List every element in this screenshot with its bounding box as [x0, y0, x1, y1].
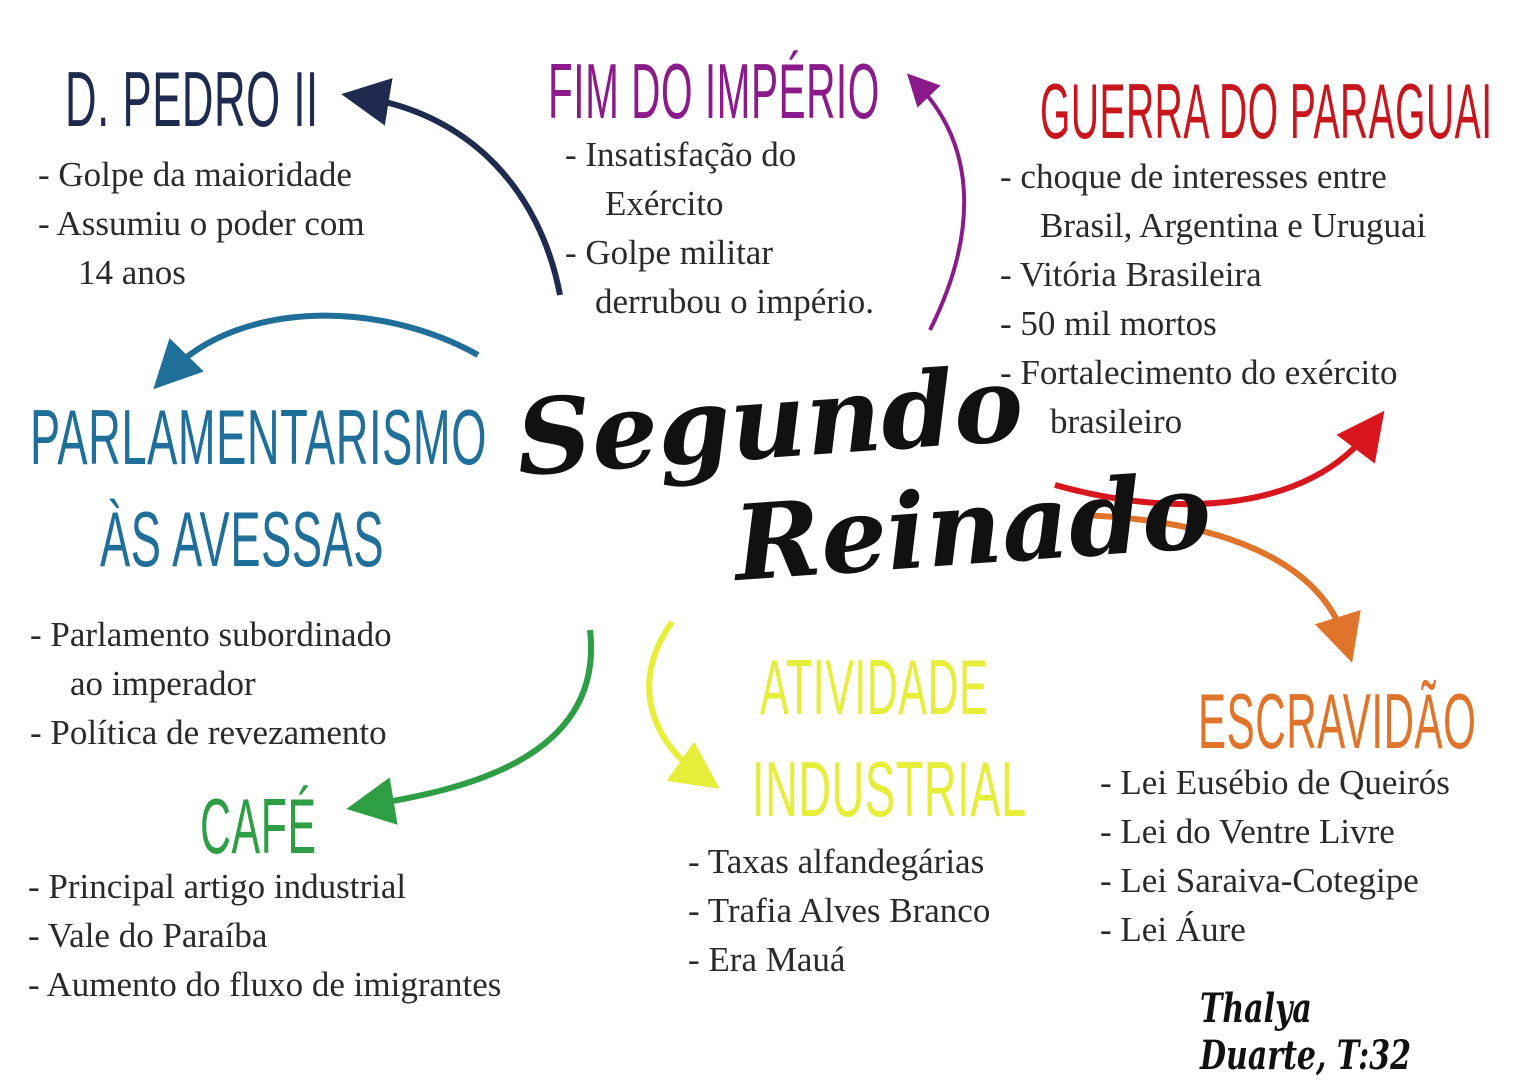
parlamentarismo-title-line1: PARLAMENTARISMO: [30, 393, 487, 481]
industrial-title-line1: ATIVIDADE: [760, 643, 989, 731]
list-item: - Lei Eusébio de Queirós: [1100, 763, 1450, 802]
list-item: - Taxas alfandegárias: [688, 842, 985, 881]
list-item: - Parlamento subordinado: [30, 615, 392, 654]
industrial-title-line2: INDUSTRIAL: [752, 745, 1027, 833]
arrow-to-cafe: [346, 629, 595, 825]
list-item: - Fortalecimento do exército: [1000, 353, 1398, 392]
list-item: - 50 mil mortos: [1000, 304, 1217, 343]
author-signature: Thalya Duarte, T:32: [1200, 985, 1411, 1079]
escravidao-title: ESCRAVIDÃO: [1198, 677, 1477, 765]
escravidao-list: - Lei Eusébio de Queirós - Lei do Ventre…: [1100, 758, 1450, 954]
list-item: - Assumiu o poder com: [38, 204, 365, 243]
pedro-list: - Golpe da maioridade - Assumiu o poder …: [38, 150, 365, 297]
parlamentarismo-title-line2: ÀS AVESSAS: [100, 495, 385, 583]
fim-title: FIM DO IMPÉRIO: [548, 47, 880, 135]
cafe-title: CAFÉ: [200, 782, 317, 870]
list-item: - Lei Saraiva-Cotegipe: [1100, 861, 1419, 900]
list-item: - Vale do Paraíba: [28, 916, 268, 955]
list-item: - Vitória Brasileira: [1000, 255, 1262, 294]
arrow-to-industrial: [646, 620, 720, 789]
parlamentarismo-list: - Parlamento subordinado ao imperador - …: [30, 610, 392, 757]
list-item: ao imperador: [70, 664, 256, 703]
list-item: - Política de revezamento: [30, 713, 387, 752]
cafe-list: - Principal artigo industrial - Vale do …: [28, 862, 501, 1009]
arrow-to-fim: [906, 73, 967, 331]
list-item: brasileiro: [1050, 402, 1183, 441]
list-item: - Insatisfação do: [565, 135, 797, 174]
fim-list: - Insatisfação do Exército - Golpe milit…: [565, 130, 874, 326]
list-item: - choque de interesses entre: [1000, 157, 1387, 196]
list-item: 14 anos: [78, 253, 186, 292]
list-item: - Trafia Alves Branco: [688, 891, 991, 930]
list-item: - Lei Áure: [1100, 910, 1246, 949]
arrow-to-pedro: [341, 78, 563, 296]
list-item: - Golpe militar: [565, 233, 774, 272]
arrow-to-escravidao: [1079, 512, 1361, 663]
list-item: Brasil, Argentina e Uruguai: [1040, 206, 1427, 245]
guerra-list: - choque de interesses entre Brasil, Arg…: [1000, 152, 1426, 446]
pedro-title: D. PEDRO II: [65, 55, 319, 143]
industrial-list: - Taxas alfandegárias - Trafia Alves Bra…: [688, 837, 990, 984]
list-item: Exército: [605, 184, 724, 223]
arrow-to-parlamentarismo: [153, 312, 480, 390]
list-item: derrubou o império.: [595, 282, 874, 321]
list-item: - Aumento do fluxo de imigrantes: [28, 965, 502, 1004]
arrow-to-guerra: [1054, 410, 1385, 508]
guerra-title: GUERRA DO PARAGUAI: [1040, 67, 1493, 155]
list-item: - Golpe da maioridade: [38, 155, 352, 194]
list-item: - Principal artigo industrial: [28, 867, 407, 906]
list-item: - Lei do Ventre Livre: [1100, 812, 1395, 851]
central-topic: Segundo Reinado: [512, 331, 1214, 618]
list-item: - Era Mauá: [688, 940, 846, 979]
